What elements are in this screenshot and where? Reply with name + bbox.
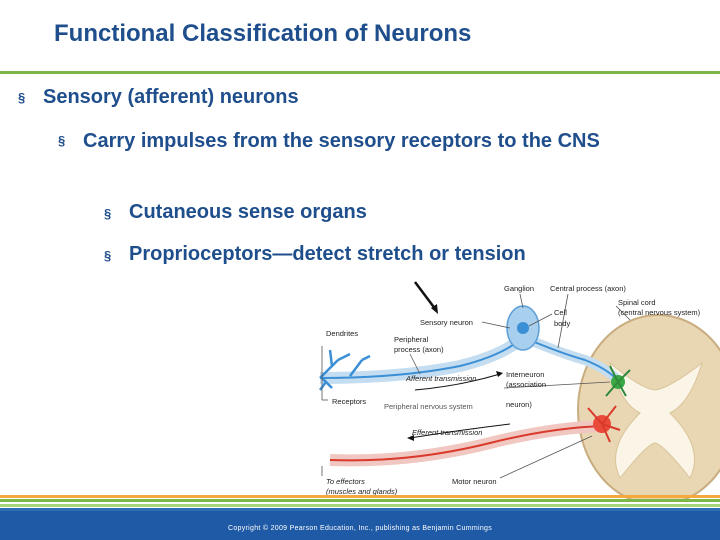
bullet-text: Carry impulses from the sensory receptor… <box>83 130 600 152</box>
title-divider <box>0 71 720 74</box>
neuron-diagram: Ganglion Central process (axon) Sensory … <box>319 281 720 500</box>
label-interneuron: Interneuron <box>506 370 544 379</box>
bullet-text: Cutaneous sense organs <box>129 201 367 223</box>
label-muscles-glands: (muscles and glands) <box>326 487 398 496</box>
label-leader-lines <box>321 293 631 479</box>
bullet-text: Sensory (afferent) neurons <box>43 86 299 108</box>
label-to-effectors: To effectors <box>326 477 365 486</box>
footer-accent-bars <box>0 495 720 511</box>
bullet-mark: § <box>104 206 112 221</box>
bullet-text: Proprioceptors—detect stretch or tension <box>129 243 526 265</box>
label-sensory-neuron: Sensory neuron <box>420 318 473 327</box>
label-efferent: Efferent transmission <box>412 428 482 437</box>
label-central-process: Central process (axon) <box>550 284 626 293</box>
label-cell: Cell <box>554 308 567 317</box>
label-body: body <box>554 319 571 328</box>
label-motor-neuron: Motor neuron <box>452 477 497 486</box>
bullet-mark: § <box>18 90 26 105</box>
bullet-mark: § <box>58 133 66 148</box>
cell-body <box>517 322 529 334</box>
footer-bar <box>0 511 720 540</box>
interneuron-cell <box>605 365 631 397</box>
bullet-mark: § <box>104 248 112 263</box>
pointer-arrow <box>414 281 437 311</box>
label-neuron-close: neuron) <box>506 400 532 409</box>
label-peripheral: Peripheral <box>394 335 429 344</box>
label-receptors: Receptors <box>332 397 366 406</box>
motor-neuron-cell <box>587 405 621 443</box>
label-ganglion: Ganglion <box>504 284 534 293</box>
slide-title: Functional Classification of Neurons <box>54 20 472 47</box>
copyright-text: Copyright © 2009 Pearson Education, Inc.… <box>227 525 493 532</box>
efferent-arrow <box>409 423 511 439</box>
gray-matter <box>609 361 703 479</box>
label-afferent: Afferent transmission <box>405 374 476 383</box>
label-cns: (central nervous system) <box>618 308 701 317</box>
dendrites <box>319 349 371 391</box>
label-association: (association <box>506 380 546 389</box>
label-pns: Peripheral nervous system <box>384 402 473 411</box>
afferent-arrow <box>414 373 501 391</box>
label-spinal-cord: Spinal cord <box>618 298 656 307</box>
label-dendrites: Dendrites <box>326 329 358 338</box>
label-process-axon: process (axon) <box>394 345 444 354</box>
